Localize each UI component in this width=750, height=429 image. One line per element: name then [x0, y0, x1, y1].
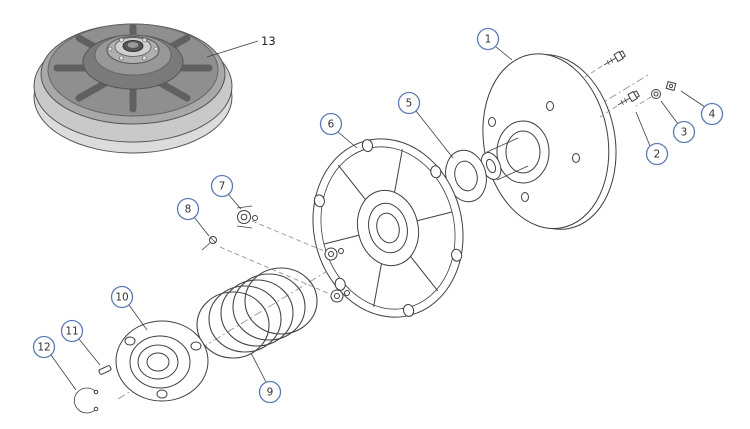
- svg-text:5: 5: [406, 98, 413, 110]
- callout-9: 9: [258, 380, 282, 404]
- callout-8: 8: [176, 197, 200, 221]
- leader-lines: [50, 40, 706, 391]
- callout-1: 1: [476, 27, 500, 51]
- part-2-bolt-lower: [617, 90, 640, 106]
- spider-roller-lower: [330, 289, 350, 303]
- callout-4: 4: [700, 102, 724, 126]
- svg-text:1: 1: [485, 34, 492, 46]
- svg-text:7: 7: [219, 181, 226, 193]
- svg-text:3: 3: [681, 127, 688, 139]
- part-11-pin: [98, 365, 112, 375]
- svg-text:2: 2: [654, 149, 661, 161]
- spider-rim-holes: [313, 139, 463, 317]
- callout-12: 12: [32, 335, 56, 359]
- part-1-driven-sheave-disc: [482, 53, 617, 230]
- callout-11: 11: [60, 319, 84, 343]
- roller-align-dash-2: [219, 246, 331, 295]
- bolt-axis-dash-3: [635, 96, 652, 107]
- part-10-helix-cam: [115, 320, 209, 402]
- callout-10: 10: [110, 285, 134, 309]
- part-1-disc-hub: [480, 101, 580, 202]
- svg-text:11: 11: [65, 326, 78, 338]
- svg-text:4: 4: [709, 109, 716, 121]
- callout-7: 7: [210, 174, 234, 198]
- part-5-washer: [445, 149, 487, 203]
- part-8-screw: [201, 236, 217, 251]
- part-6-spider: [312, 138, 464, 318]
- svg-text:10: 10: [115, 292, 128, 304]
- spider-spokes: [323, 149, 453, 307]
- roller-align-dash-1: [251, 220, 325, 252]
- part-9-spring: [196, 267, 318, 359]
- callout-5: 5: [397, 91, 421, 115]
- assembled-clutch-view: [33, 23, 233, 154]
- svg-text:8: 8: [185, 204, 192, 216]
- part-4-nut: [665, 80, 677, 92]
- disc-face-holes: [488, 101, 580, 202]
- callout-3: 3: [672, 120, 696, 144]
- callout-2: 2: [645, 142, 669, 166]
- svg-text:9: 9: [267, 387, 274, 399]
- part-3-washer: [651, 89, 661, 99]
- bolt-axis-dash-1: [584, 65, 603, 78]
- callout-6: 6: [319, 112, 343, 136]
- part-7-roller: [236, 205, 258, 229]
- svg-text:12: 12: [37, 342, 50, 354]
- part-2-bolt-upper: [603, 50, 626, 66]
- clutch-hub-bolts: [107, 37, 159, 61]
- bolt-axis-dash-2: [599, 105, 618, 118]
- part-12-snap-ring: [74, 387, 99, 414]
- spider-roller-upper: [324, 247, 344, 261]
- assembled-view-label: 13: [261, 34, 276, 48]
- svg-text:6: 6: [328, 119, 335, 131]
